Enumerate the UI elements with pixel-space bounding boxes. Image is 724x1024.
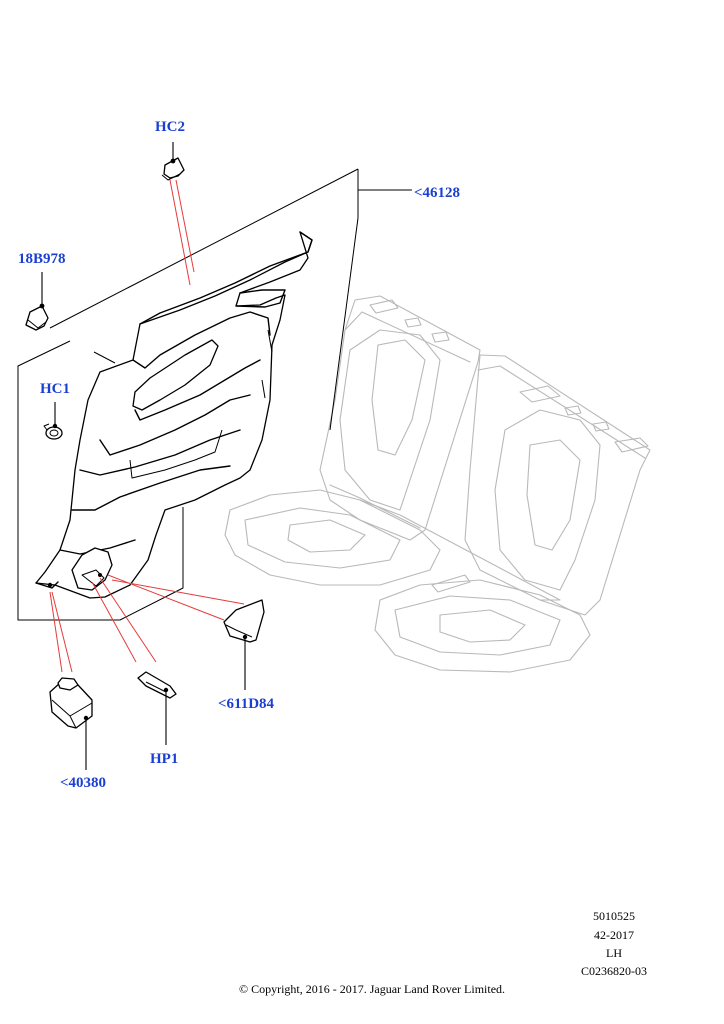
40380-cap <box>49 677 93 770</box>
callout-hc1: HC1 <box>40 381 70 397</box>
callout-hp1: HP1 <box>150 751 178 767</box>
hp1-plate <box>137 671 177 745</box>
ref-line-1: 5010525 <box>593 909 635 923</box>
hc1-clip <box>43 402 63 440</box>
callout-46128: <46128 <box>414 185 460 201</box>
callout-611d84: <611D84 <box>218 696 275 712</box>
quarter-trim-panel <box>35 231 313 599</box>
18b978-clip <box>25 272 49 331</box>
alignment-lines <box>49 179 245 673</box>
reference-block: 5010525 42-2017 LH C0236820-03 <box>581 909 647 978</box>
trim-panel-frame <box>17 168 359 621</box>
copyright-notice: © Copyright, 2016 - 2017. Jaguar Land Ro… <box>239 982 505 996</box>
hc2-clip <box>161 142 185 181</box>
ref-line-2: 42-2017 <box>594 928 634 942</box>
callout-hc2: HC2 <box>155 119 185 135</box>
611d84-cover <box>223 599 265 690</box>
callout-40380: <40380 <box>60 775 106 791</box>
ref-line-3: LH <box>606 946 622 960</box>
callout-18b978: 18B978 <box>18 251 66 267</box>
ref-line-4: C0236820-03 <box>581 964 647 978</box>
rear-seat-illustration <box>224 295 651 673</box>
